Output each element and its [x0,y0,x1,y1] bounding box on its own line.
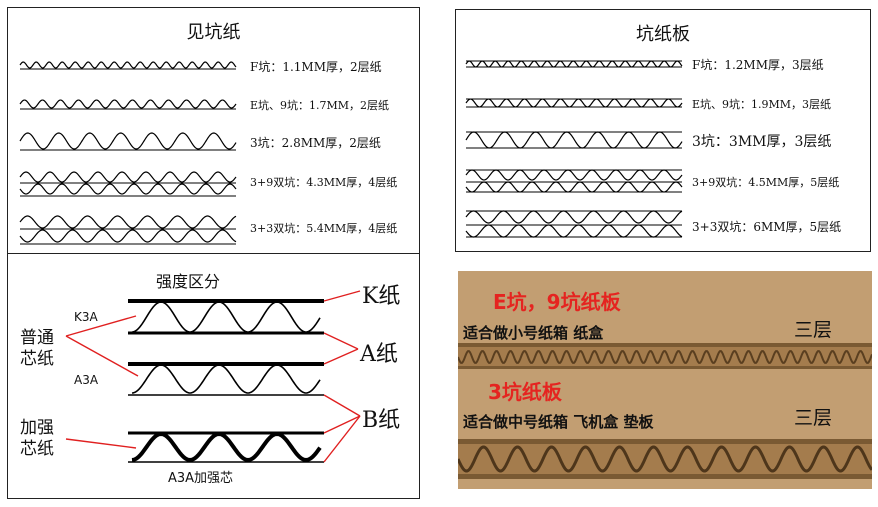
ordinary-core-line1: 普通 [20,328,54,348]
flute-wave [19,171,237,183]
flute-wave [465,60,683,68]
flute-wave [465,169,683,181]
flute-paper-diagram [19,61,237,245]
reinforced-core-line1: 加强 [20,418,54,438]
flute-row-label: 3+3双坑：5.4MM厚，4层纸 [250,222,398,235]
flute-wave-k3a [131,301,321,333]
flute-paper-panel: 见坑纸 F坑：1.1MM厚，2层纸 E坑、9坑：1.7MM，2层纸 3坑：2.8… [7,7,420,254]
board-flute [458,350,872,364]
board-row-label: 3+3双坑：6MM厚，5层纸 [692,220,842,234]
k-paper-label: K纸 [362,284,401,309]
board-liner [458,474,872,479]
photo-caption2-title: 3坑纸板 [488,380,562,404]
flute-row-label: E坑、9坑：1.7MM，2层纸 [250,99,390,112]
b-paper-label: B纸 [362,408,401,433]
strength-title: 强度区分 [155,272,220,291]
board-row-label: E坑、9坑：1.9MM，3层纸 [692,98,832,111]
board-row-label: 3坑：3MM厚，3层纸 [692,134,832,150]
board-flute [458,445,872,473]
pointer-lines [65,290,361,463]
cardboard-photo-illustration [458,271,872,489]
flute-wave [19,99,237,109]
board-liner [458,366,872,369]
flute-wave [465,224,683,238]
flute-wave [19,229,237,243]
board-liner [458,439,872,444]
flute-row-label: 3+9双坑：4.3MM厚，4层纸 [250,176,398,189]
strength-diagram [65,290,361,463]
a3a-label: A3A [74,373,99,387]
flute-wave [465,210,683,224]
a-paper-label: A纸 [360,342,398,367]
flute-wave [19,61,237,69]
board-row-label: 3+9双坑：4.5MM厚，5层纸 [692,176,840,189]
photo-caption2-layers: 三层 [794,407,833,429]
board-edge [458,439,872,479]
strength-panel: 强度区分 K3A A3A A3A加强芯 普通 芯纸 加强 [7,253,420,499]
k3a-label: K3A [74,310,98,324]
flute-wave-a3a [131,364,321,394]
reinforced-core-line2: 芯纸 [20,439,54,459]
flute-wave [465,131,683,149]
a3a-reinforced-label: A3A加强芯 [168,471,234,486]
corrugated-board-panel: 坑纸板 F坑：1.2MM厚，3层纸 E坑、9坑：1.9MM，3层纸 3坑：3MM… [455,9,871,252]
corrugated-board-diagram [465,60,683,238]
flute-wave [19,215,237,229]
board-liner [458,343,872,347]
board-row-label: F坑：1.2MM厚，3层纸 [692,58,824,72]
flute-wave [465,181,683,193]
cardboard-photo: E坑，9坑纸板 适合做小号纸箱 纸盒 三层 3坑纸板 适合做中号纸箱 飞机盒 垫… [458,271,872,489]
flute-paper-title: 见坑纸 [186,22,241,43]
photo-caption1-desc: 适合做小号纸箱 纸盒 [463,324,604,342]
photo-caption2-desc: 适合做中号纸箱 飞机盒 垫板 [463,413,654,431]
flute-wave [465,98,683,108]
flute-row-label: F坑：1.1MM厚，2层纸 [250,60,382,74]
flute-wave-reinforced [131,431,322,463]
reinforced-core-label: 加强 芯纸 [20,418,54,460]
flute-row-label: 3坑：2.8MM厚，2层纸 [250,136,381,150]
ordinary-core-label: 普通 芯纸 [20,328,54,370]
ordinary-core-line2: 芯纸 [20,349,54,369]
flute-wave [19,132,237,150]
corrugated-board-title: 坑纸板 [636,24,690,45]
flute-wave [19,183,237,195]
photo-caption1-layers: 三层 [794,319,833,341]
photo-caption1-title: E坑，9坑纸板 [493,290,621,314]
